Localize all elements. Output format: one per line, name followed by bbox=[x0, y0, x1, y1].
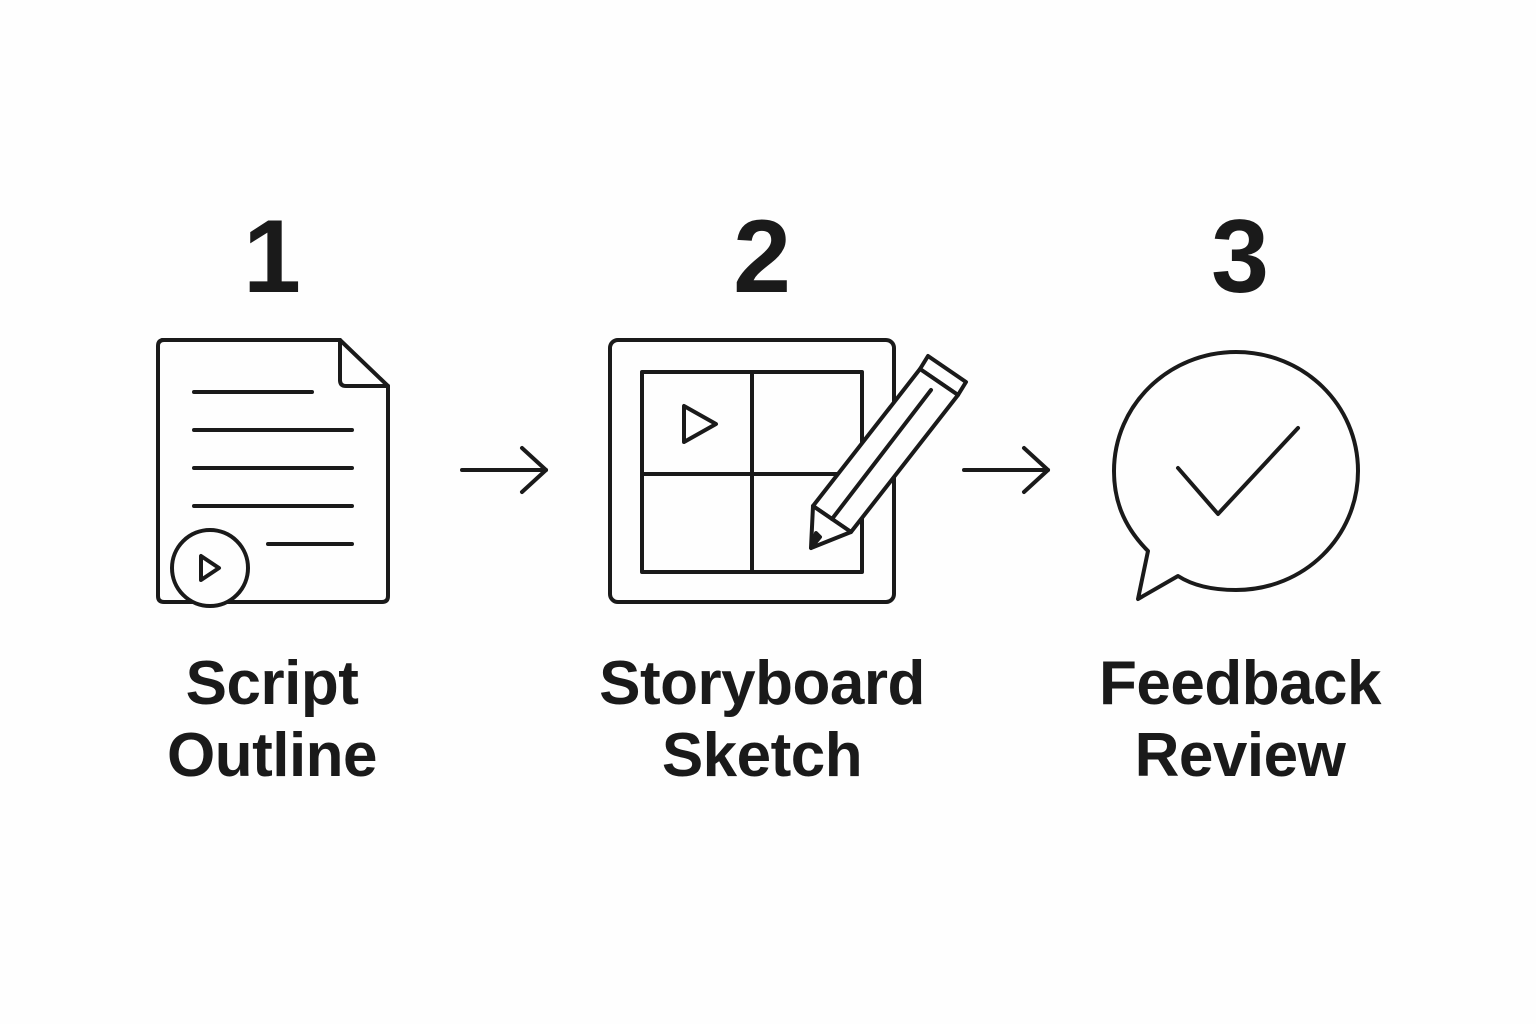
step-label: Script Outline bbox=[72, 648, 472, 792]
step-3: 3 Feedback Review bbox=[1040, 0, 1440, 1024]
chat-checkmark-icon bbox=[1112, 320, 1364, 610]
step-label-line1: Script bbox=[185, 649, 359, 718]
step-label-line1: Storyboard bbox=[599, 649, 925, 718]
step-label-line2: Outline bbox=[166, 721, 378, 790]
step-label: Storyboard Sketch bbox=[562, 648, 962, 792]
arrow-right-icon bbox=[458, 438, 554, 502]
step-number: 1 bbox=[243, 199, 301, 315]
step-label-line1: Feedback bbox=[1098, 649, 1382, 718]
step-label-line2: Sketch bbox=[661, 721, 863, 790]
storyboard-pencil-icon bbox=[606, 320, 976, 620]
step-number: 2 bbox=[733, 199, 791, 315]
step-label: Feedback Review bbox=[1040, 648, 1440, 792]
script-document-icon bbox=[152, 320, 402, 620]
step-2: 2 bbox=[562, 0, 968, 1024]
step-number: 3 bbox=[1211, 199, 1269, 315]
arrow-right-icon bbox=[960, 438, 1056, 502]
step-label-line2: Review bbox=[1134, 721, 1346, 790]
step-1: 1 Script Outline bbox=[72, 0, 472, 1024]
